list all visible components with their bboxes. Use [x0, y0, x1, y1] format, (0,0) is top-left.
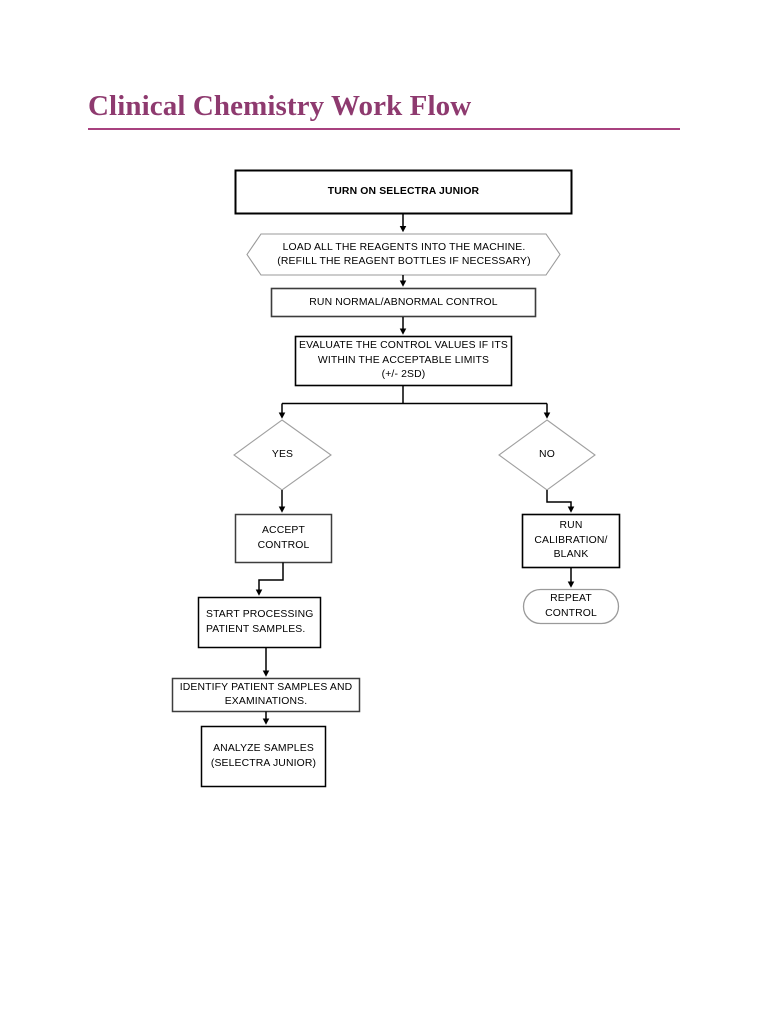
- node-accept-control: [234, 513, 333, 564]
- node-decision-no: [498, 419, 596, 491]
- node-evaluate: [294, 335, 513, 387]
- node-turn-on: [234, 169, 573, 215]
- title-underline-rule: [88, 128, 680, 130]
- node-run-calibration: [521, 513, 621, 569]
- node-start-processing: [197, 596, 322, 649]
- node-identify-samples: [171, 677, 361, 713]
- edge-accept-to-start: [255, 562, 284, 596]
- node-decision-yes: [233, 419, 332, 491]
- edge-no-to-calibration: [546, 490, 575, 513]
- page-title: Clinical Chemistry Work Flow: [88, 90, 472, 122]
- node-analyze-samples: [200, 725, 327, 788]
- node-run-control: [270, 287, 537, 318]
- node-load-reagents: [246, 233, 561, 276]
- node-repeat-control: [522, 588, 620, 625]
